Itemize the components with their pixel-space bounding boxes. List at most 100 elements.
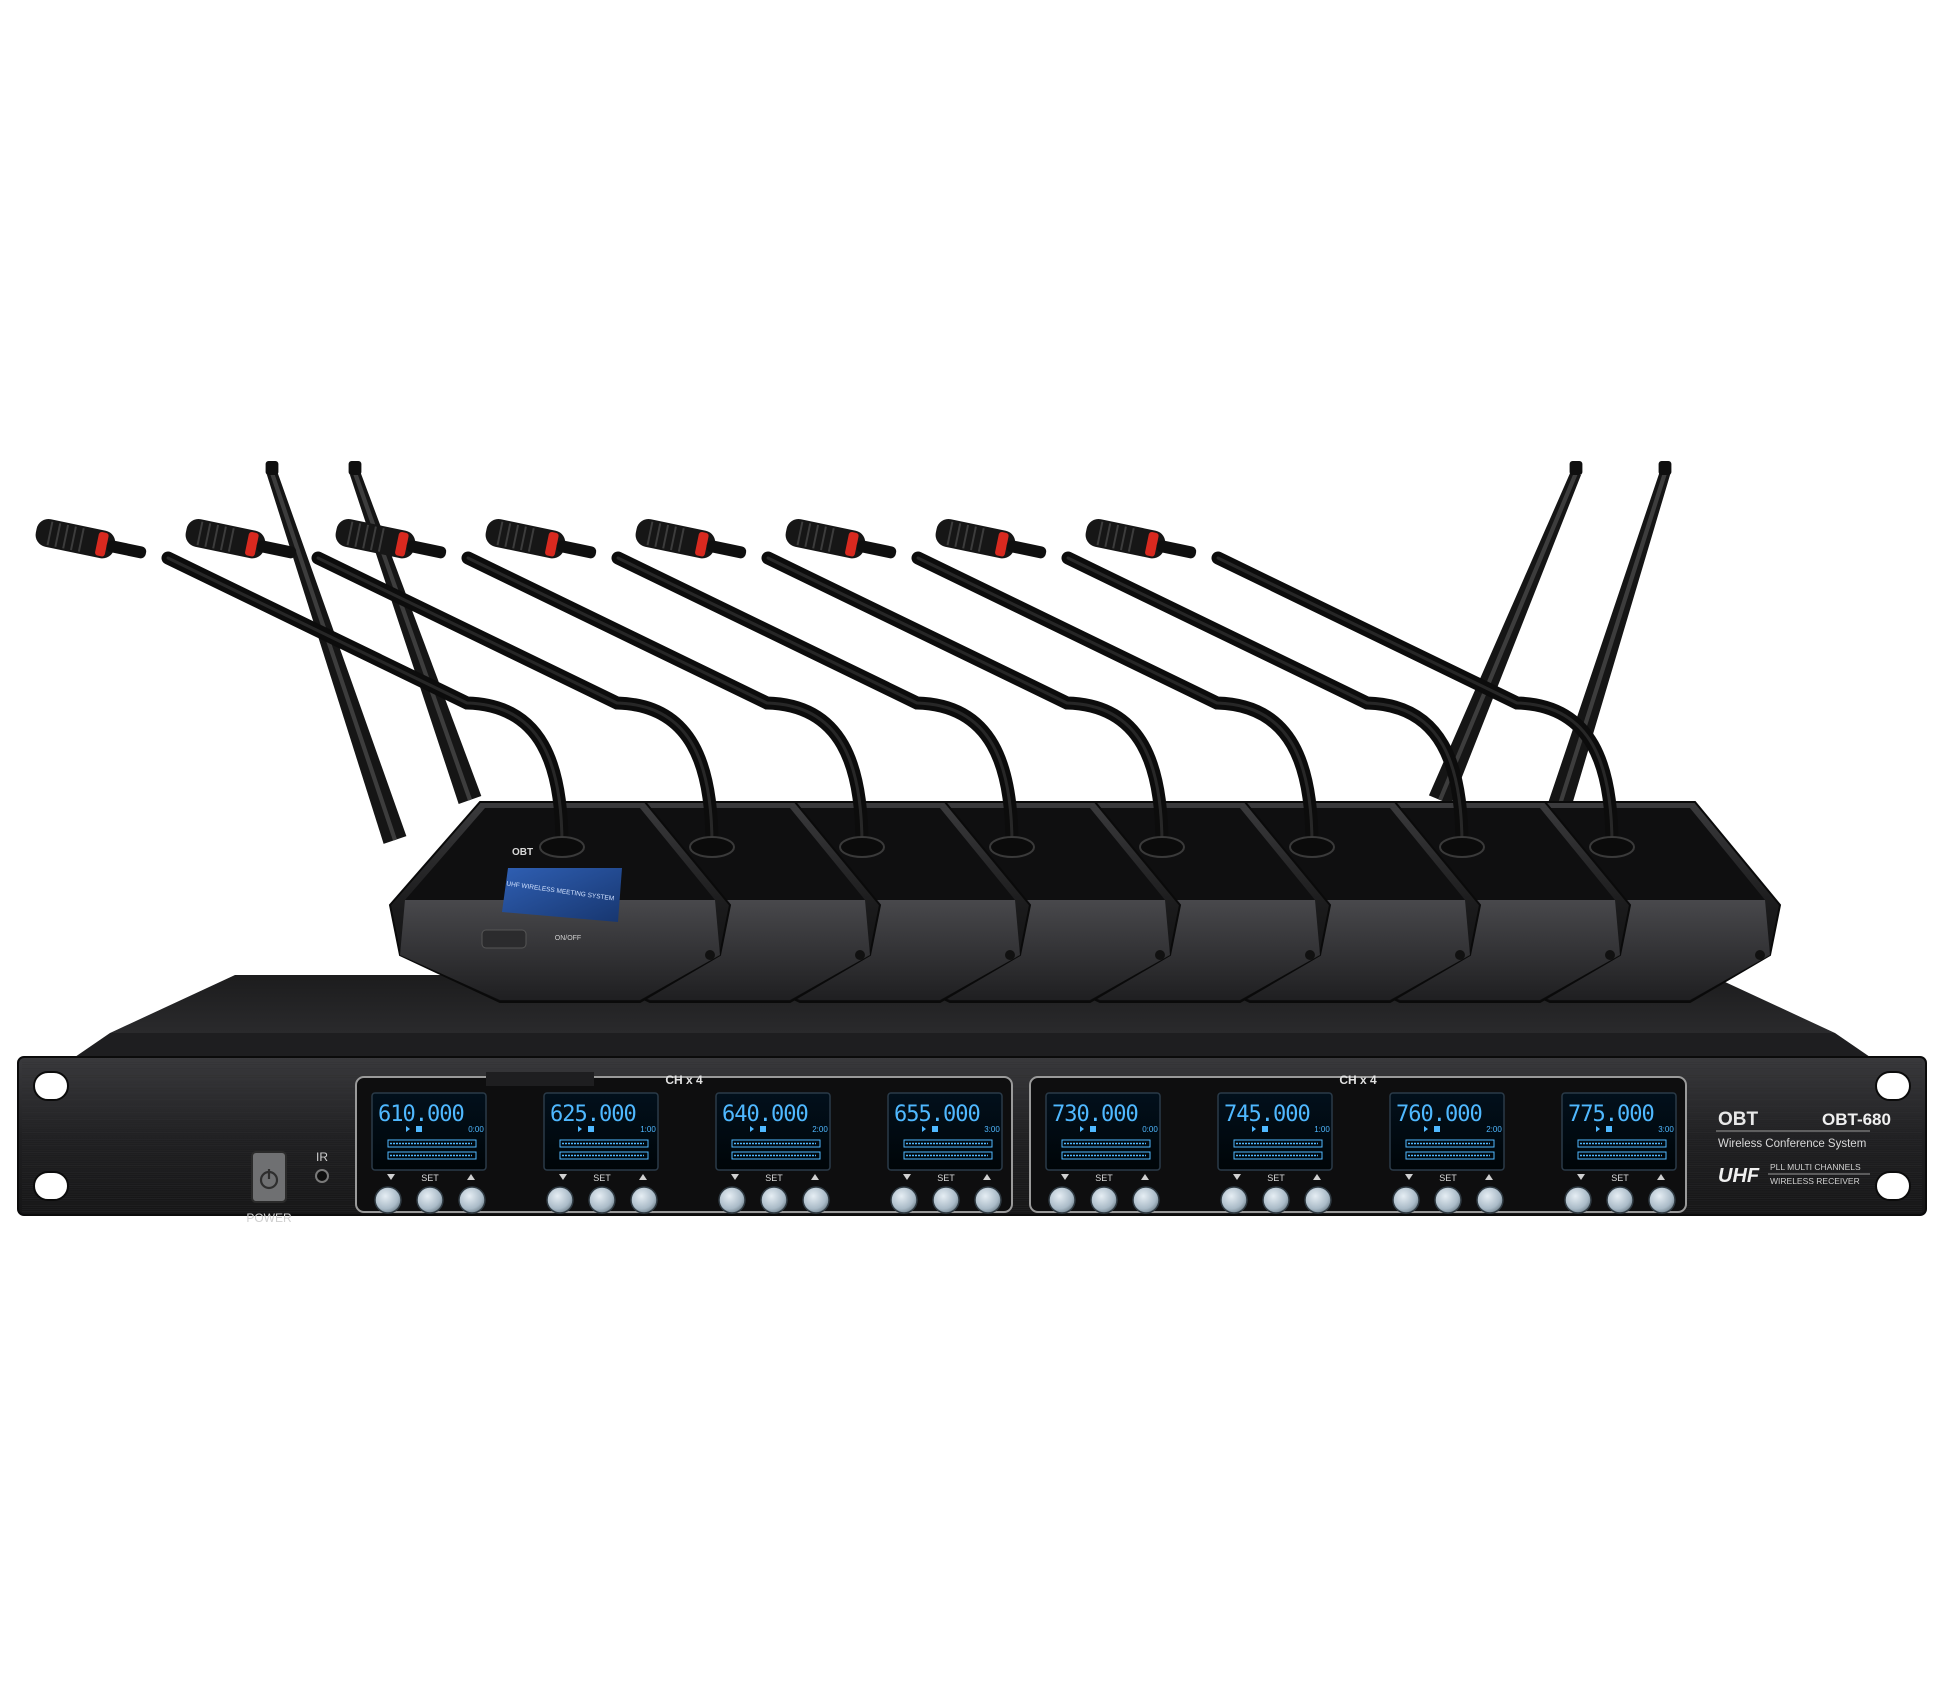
lcd-screen [371,1092,487,1171]
mic-grille [512,524,520,549]
down-button[interactable] [1392,1186,1420,1214]
set-label: SET [421,1173,439,1183]
lcd-mute-icon [750,1126,754,1132]
up-button[interactable] [1648,1186,1676,1214]
down-button[interactable] [1564,1186,1592,1214]
mic-stem [856,540,897,559]
band-label: UHF [1718,1165,1760,1187]
antenna-highlight [1552,472,1668,821]
mic-button-label: ON/OFF [555,935,581,942]
down-button[interactable] [890,1186,918,1214]
up-arrow-icon [467,1174,475,1180]
up-button[interactable] [802,1186,830,1214]
up-arrow-icon [1141,1174,1149,1180]
lcd-pilot-icon [760,1126,766,1132]
mic-red-ring [245,531,259,557]
lcd-meter [1233,1139,1323,1148]
lcd-meter [387,1139,477,1148]
lcd-screen [715,1092,831,1171]
up-button[interactable] [1132,1186,1160,1214]
receiver-front-panel: POWER IR CH x 4 CH x 4 610.0000:00SET625… [17,1056,1927,1225]
down-button[interactable] [718,1186,746,1214]
set-button[interactable] [1434,1186,1462,1214]
set-button[interactable] [760,1186,788,1214]
mic-gooseneck-highlight [1066,556,1464,847]
lcd-mute-icon [578,1126,582,1132]
mic-grille [662,524,670,549]
lcd-meter [1061,1151,1151,1160]
down-arrow-icon [1577,1174,1585,1180]
mic-grille [70,526,77,551]
lcd-level: 0:00 [468,1125,484,1134]
mic-gooseneck-highlight [616,556,1014,847]
down-button[interactable] [1048,1186,1076,1214]
down-button[interactable] [1220,1186,1248,1214]
rack-slot [33,1071,69,1101]
mic-grille [227,527,235,552]
set-button[interactable] [932,1186,960,1214]
down-arrow-icon [731,1174,739,1180]
mic-red-ring [845,531,859,557]
mic-base-port [1305,950,1315,960]
mic-red-ring [95,531,109,557]
mic-red-ring [1145,531,1159,557]
channel-group-label: CH x 4 [1339,1073,1377,1087]
mic-base-port [1155,950,1165,960]
mic-grille [1096,521,1104,546]
mic-stem [106,540,147,559]
channel-list: 610.0000:00SET625.0001:00SET640.0002:00S… [371,1092,1677,1214]
antenna-tip [1569,461,1583,475]
mic-base-port [1005,950,1015,960]
mic-grille [496,521,504,546]
down-button[interactable] [546,1186,574,1214]
mic-gooseneck-highlight [316,556,714,847]
set-button[interactable] [588,1186,616,1214]
set-button[interactable] [1606,1186,1634,1214]
mic-capsule [335,519,416,559]
lcd-meter [559,1139,649,1148]
set-button[interactable] [416,1186,444,1214]
up-button[interactable] [1476,1186,1504,1214]
channel-group-left: CH x 4 [355,1072,1013,1213]
lcd-meter [1405,1151,1495,1160]
mic-grille [962,524,970,549]
mic-red-ring [995,531,1009,557]
set-label: SET [1611,1173,1629,1183]
brand-area: OBT OBT-680 Wireless Conference System U… [1716,1109,1891,1187]
lcd-screen [887,1092,1003,1171]
mic-capsule [485,519,566,559]
up-button[interactable] [974,1186,1002,1214]
lcd-meter [731,1139,821,1148]
mic-head [185,519,297,559]
up-button[interactable] [1304,1186,1332,1214]
mic-grille [370,526,377,551]
down-button[interactable] [374,1186,402,1214]
mic-head [35,519,147,559]
mic-grille [354,523,362,547]
power-button[interactable] [251,1151,287,1203]
up-arrow-icon [1485,1174,1493,1180]
antenna-highlight [1438,472,1578,801]
mic-grille [77,527,85,552]
up-button[interactable] [458,1186,486,1214]
antenna-highlight [270,472,397,841]
down-arrow-icon [1405,1174,1413,1180]
brand-logo: OBT [1718,1109,1759,1130]
mic-grille [670,526,677,551]
set-button[interactable] [1262,1186,1290,1214]
mic-grille [977,527,985,552]
lcd-mute-icon [922,1126,926,1132]
desc-line-2: WIRELESS RECEIVER [1770,1176,1860,1186]
mic-grille [220,526,227,551]
set-button[interactable] [1090,1186,1118,1214]
up-button[interactable] [630,1186,658,1214]
rack-slot [1875,1071,1911,1101]
mic-capsule [185,519,266,559]
mic-grille [1127,527,1135,552]
lcd-meter [1577,1151,1667,1160]
